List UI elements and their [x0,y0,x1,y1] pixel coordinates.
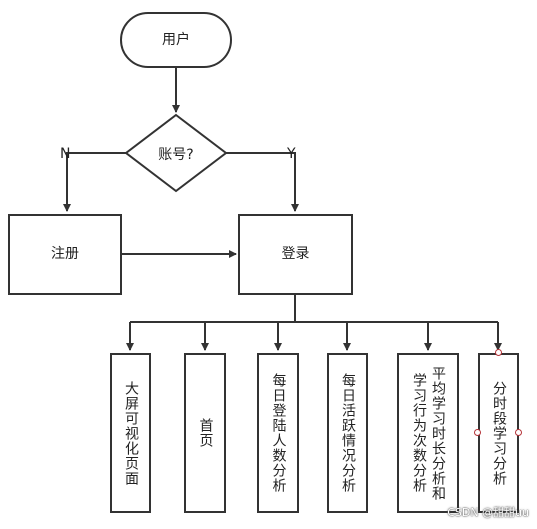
start-label: 用户 [162,31,190,48]
module-label-1: 大屏可视化页面 [123,380,139,486]
selection-handle-left[interactable] [474,429,481,436]
module-node-1: 大屏可视化页面 [110,353,151,513]
login-label: 登录 [281,246,310,262]
register-node: 注册 [8,214,122,295]
module-label-2: 首页 [197,418,214,448]
selection-handle-top[interactable] [495,349,502,356]
module-node-3: 每日登陆人数分析 [257,353,299,513]
decision-label: 账号? [158,147,194,163]
edge-label-no: N [60,146,71,162]
edge-decision-to-login [226,152,299,212]
module-label-4: 每日活跃情况分析 [340,373,356,493]
login-node: 登录 [238,214,353,295]
decision-diamond [124,113,228,193]
register-label: 注册 [51,246,79,262]
start-node: 用户 [120,12,232,68]
module-node-5: 平均学习时长分析和学习行为次数分析 [397,353,459,513]
edge-decision-to-register [63,152,126,212]
module-node-4: 每日活跃情况分析 [327,353,368,513]
module-label-5: 平均学习时长分析和学习行为次数分析 [411,365,446,501]
edge-label-yes: Y [287,146,296,162]
module-node-6: 分时段学习分析 [478,353,519,513]
selection-handle-right[interactable] [515,429,522,436]
module-node-2: 首页 [184,353,226,513]
watermark: CSDN @甜甜uu [447,506,529,519]
module-label-3: 每日登陆人数分析 [270,373,287,493]
module-label-6: 分时段学习分析 [491,380,507,486]
